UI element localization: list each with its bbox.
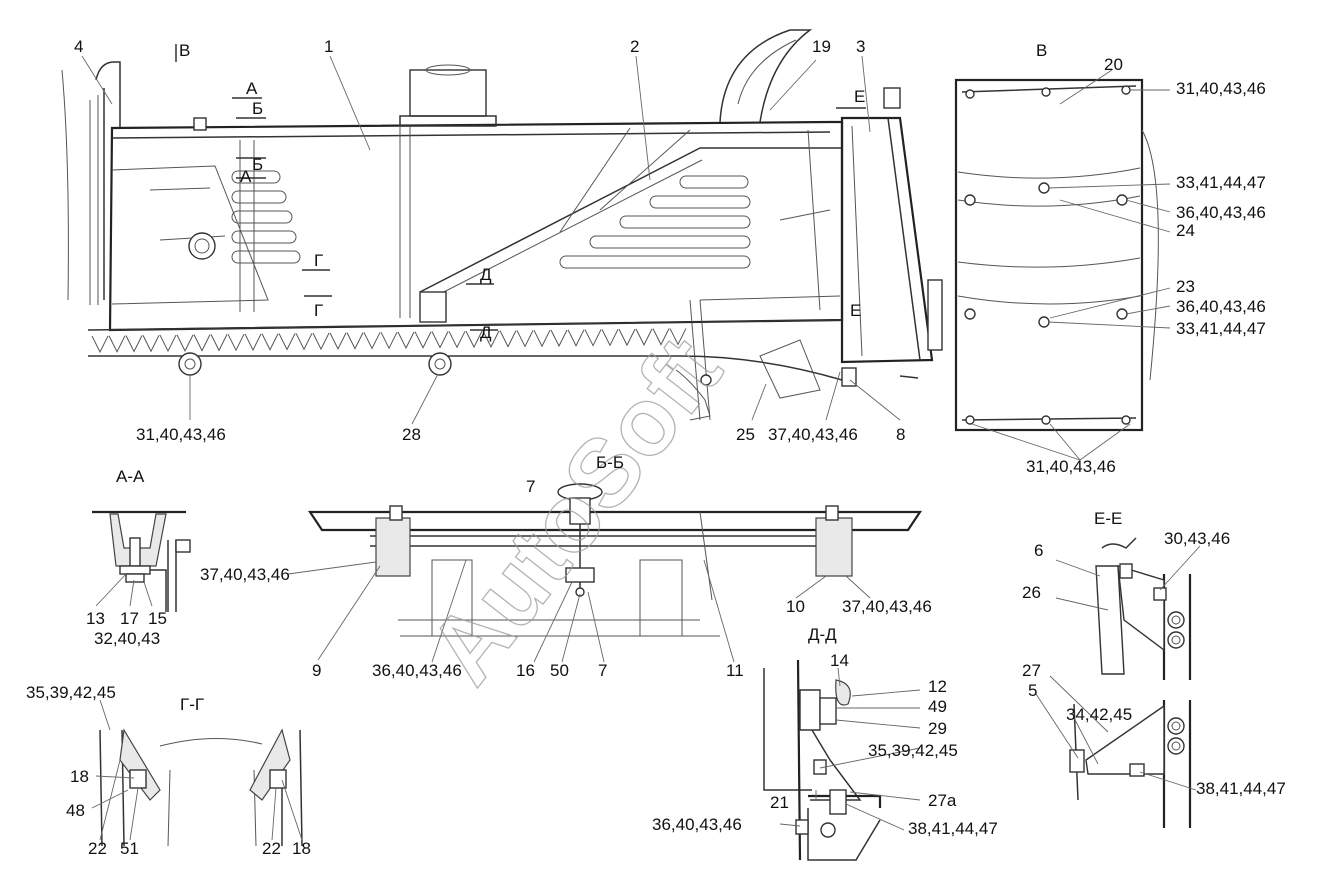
callout-label: 38,41,44,47	[1196, 779, 1286, 798]
callout-label: 31,40,43,46	[1176, 79, 1266, 98]
section-a-a	[92, 510, 191, 612]
callout-label: 37,40,43,46	[842, 597, 932, 616]
callout-label: 15	[148, 609, 167, 628]
view-b	[954, 78, 1159, 432]
cut-mark-g2: Г	[314, 301, 323, 320]
main-view	[61, 29, 943, 421]
cut-mark-d2: Д	[480, 323, 492, 342]
callout-label: 24	[1176, 221, 1195, 240]
callout-label: 11	[726, 661, 744, 680]
callout-label: 17	[120, 609, 139, 628]
callout-label: 36,40,43,46	[372, 661, 462, 680]
callout-label: 7	[598, 661, 607, 680]
callout-label: 31,40,43,46	[1026, 457, 1116, 476]
callout-label: 36,40,43,46	[1176, 203, 1266, 222]
callout-label: 28	[402, 425, 421, 444]
callout-label: 22	[88, 839, 107, 858]
cut-mark-b2: Б	[252, 155, 263, 174]
callout-label: 23	[1176, 277, 1195, 296]
callout-label: 14	[830, 651, 849, 670]
callout-label: 31,40,43,46	[136, 425, 226, 444]
callout-label: 48	[66, 801, 85, 820]
view-b-marker: В	[179, 41, 190, 60]
callout-label: 9	[312, 661, 321, 680]
view-b-title: В	[1036, 41, 1047, 60]
callout-label: 32,40,43	[94, 629, 160, 648]
callout-label: 19	[812, 37, 831, 56]
callout-label: 10	[786, 597, 805, 616]
callout-label: 37,40,43,46	[200, 565, 290, 584]
cut-mark-e2: Е	[850, 301, 861, 320]
cut-mark-g: Г	[314, 251, 323, 270]
callout-label: 3	[856, 37, 865, 56]
section-b-b	[307, 483, 923, 637]
callout-label: 1	[324, 37, 333, 56]
callout-label: 6	[1034, 541, 1043, 560]
section-g-g-title: Г-Г	[180, 695, 204, 714]
section-d-d-title: Д-Д	[808, 625, 837, 644]
section-g-g	[99, 728, 303, 847]
section-e-e-title: Е-Е	[1094, 509, 1122, 528]
callout-label: 27	[1022, 661, 1041, 680]
cut-mark-e: Е	[854, 87, 865, 106]
callout-label: 36,40,43,46	[1176, 297, 1266, 316]
callout-label: 49	[928, 697, 947, 716]
callout-label: 29	[928, 719, 947, 738]
callout-label: 26	[1022, 583, 1041, 602]
cut-mark-a: А	[246, 79, 258, 98]
callout-label: 37,40,43,46	[768, 425, 858, 444]
callout-label: 21	[770, 793, 789, 812]
section-a-a-title: А-А	[116, 467, 145, 486]
callout-label: 8	[896, 425, 905, 444]
callout-label: 38,41,44,47	[908, 819, 998, 838]
callout-label: 50	[550, 661, 569, 680]
callout-label: 30,43,46	[1164, 529, 1230, 548]
callout-label: 18	[70, 767, 89, 786]
section-e-e	[1069, 537, 1192, 828]
callout-label: 25	[736, 425, 755, 444]
callout-label: 12	[928, 677, 947, 696]
callout-label: 20	[1104, 55, 1123, 74]
callout-label: 4	[74, 37, 83, 56]
callout-label: 33,41,44,47	[1176, 173, 1266, 192]
callout-labels: 4 1 2 19 3 31,40,43,46 28 25 37,40,43,46…	[26, 37, 1286, 858]
callout-label: 13	[86, 609, 105, 628]
cut-mark-d: Д	[480, 265, 492, 284]
callout-label: 18	[292, 839, 311, 858]
callout-label: 2	[630, 37, 639, 56]
leader-lines	[81, 55, 1201, 841]
cut-mark-a2: А	[240, 167, 252, 186]
section-b-b-title: Б-Б	[596, 453, 624, 472]
callout-label: 35,39,42,45	[26, 683, 116, 702]
callout-label: 51	[120, 839, 139, 858]
watermark: AutoSoft	[408, 318, 742, 703]
callout-label: 27а	[928, 791, 957, 810]
callout-label: 7	[526, 477, 535, 496]
callout-label: 36,40,43,46	[652, 815, 742, 834]
callout-label: 22	[262, 839, 281, 858]
section-titles: В В А-А Б-Б Г-Г Д-Д Е-Е А Б Б А Г Г Д Д …	[116, 41, 1122, 714]
callout-label: 33,41,44,47	[1176, 319, 1266, 338]
cut-mark-b: Б	[252, 99, 263, 118]
callout-label: 34,42,45	[1066, 705, 1132, 724]
callout-label: 16	[516, 661, 535, 680]
section-d-d	[763, 659, 882, 861]
callout-label: 5	[1028, 681, 1037, 700]
callout-label: 35,39,42,45	[868, 741, 958, 760]
